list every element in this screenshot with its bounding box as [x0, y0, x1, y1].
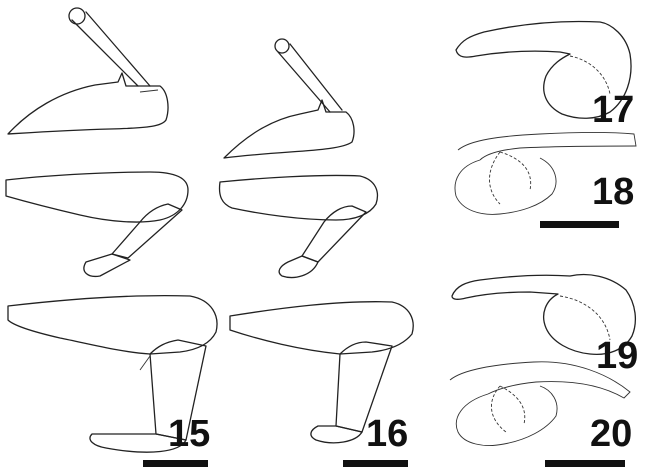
- fig18-label: 18: [592, 171, 634, 213]
- fig17-18-scale-bar: [540, 221, 619, 228]
- fig15-label: 15: [168, 413, 210, 455]
- fig17-drawing: [455, 20, 632, 119]
- fig16-drawing-bottom: [229, 301, 414, 444]
- fig17-label: 17: [592, 89, 634, 131]
- fig16-drawing-middle: [218, 174, 379, 279]
- fig16-drawing-top: [223, 38, 355, 159]
- fig20-drawing: [449, 361, 631, 446]
- fig19-drawing: [451, 273, 637, 356]
- fig18-drawing: [454, 132, 637, 215]
- fig19-20-scale-bar: [545, 460, 625, 467]
- fig15-drawing-top: [7, 7, 169, 135]
- fig19-label: 19: [596, 335, 638, 377]
- fig15-drawing-bottom: [7, 294, 218, 453]
- fig16-label: 16: [366, 413, 408, 455]
- fig15-scale-bar: [143, 460, 208, 467]
- fig20-label: 20: [590, 413, 632, 455]
- fig15-drawing-middle: [5, 171, 189, 278]
- fig16-scale-bar: [343, 460, 408, 467]
